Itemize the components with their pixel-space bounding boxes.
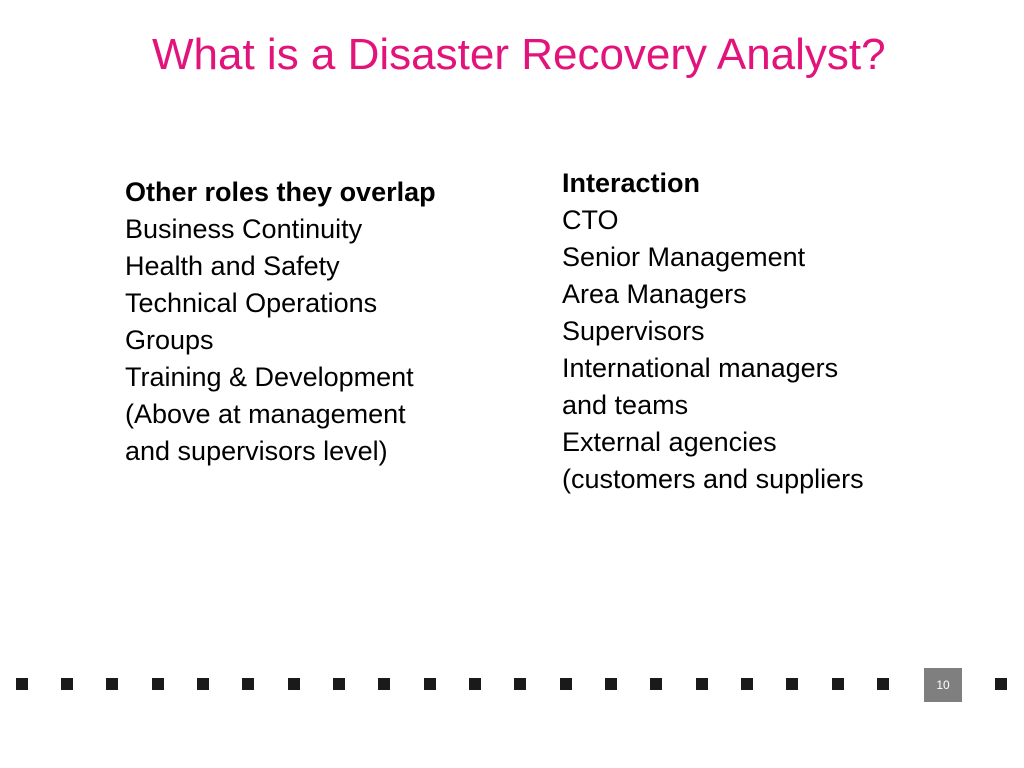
footer-square-icon: [16, 678, 28, 690]
footer-square-icon: [378, 678, 390, 690]
list-item: Business Continuity: [125, 214, 363, 244]
footer-square-icon: [61, 678, 73, 690]
footer-square-icon: [650, 678, 662, 690]
list-item: Health and Safety: [125, 251, 340, 281]
footer-square-icon: [106, 678, 118, 690]
list-item: International managers and teams: [562, 353, 839, 420]
footer-square-icon: [560, 678, 572, 690]
list-item: Training & Development: [125, 362, 414, 392]
footer-square-icon: [995, 678, 1007, 690]
footer-square-icon: [741, 678, 753, 690]
right-column-list: CTO Senior Management Area Managers Supe…: [562, 202, 982, 498]
footer-square-icon: [242, 678, 254, 690]
footer-square-icon: [152, 678, 164, 690]
footer-square-icon: [424, 678, 436, 690]
footer-square-icon: [288, 678, 300, 690]
footer-square-icon: [877, 678, 889, 690]
list-item: Senior Management: [562, 242, 806, 272]
footer-square-icon: [514, 678, 526, 690]
page-number: 10: [924, 668, 962, 702]
left-column: Other roles they overlap Business Contin…: [125, 174, 535, 470]
list-item: Technical Operations Groups: [125, 288, 378, 355]
right-column: Interaction CTO Senior Management Area M…: [562, 165, 982, 498]
list-item: External agencies (customers and supplie…: [562, 427, 864, 494]
left-column-list: Business Continuity Health and Safety Te…: [125, 211, 535, 470]
footer-square-icon: [696, 678, 708, 690]
list-item: Area Managers: [562, 279, 747, 309]
footer-square-icon: [605, 678, 617, 690]
list-item: (Above at management and supervisors lev…: [125, 399, 406, 466]
right-column-heading: Interaction: [562, 168, 701, 198]
footer-dot-bar: 10: [0, 668, 1024, 708]
list-item: CTO: [562, 205, 619, 235]
footer-square-icon: [333, 678, 345, 690]
left-column-heading: Other roles they overlap: [125, 177, 436, 207]
footer-square-icon: [469, 678, 481, 690]
footer-square-icon: [786, 678, 798, 690]
slide-title: What is a Disaster Recovery Analyst?: [152, 30, 886, 79]
list-item: Supervisors: [562, 316, 705, 346]
footer-square-icon: [832, 678, 844, 690]
footer-square-icon: [197, 678, 209, 690]
